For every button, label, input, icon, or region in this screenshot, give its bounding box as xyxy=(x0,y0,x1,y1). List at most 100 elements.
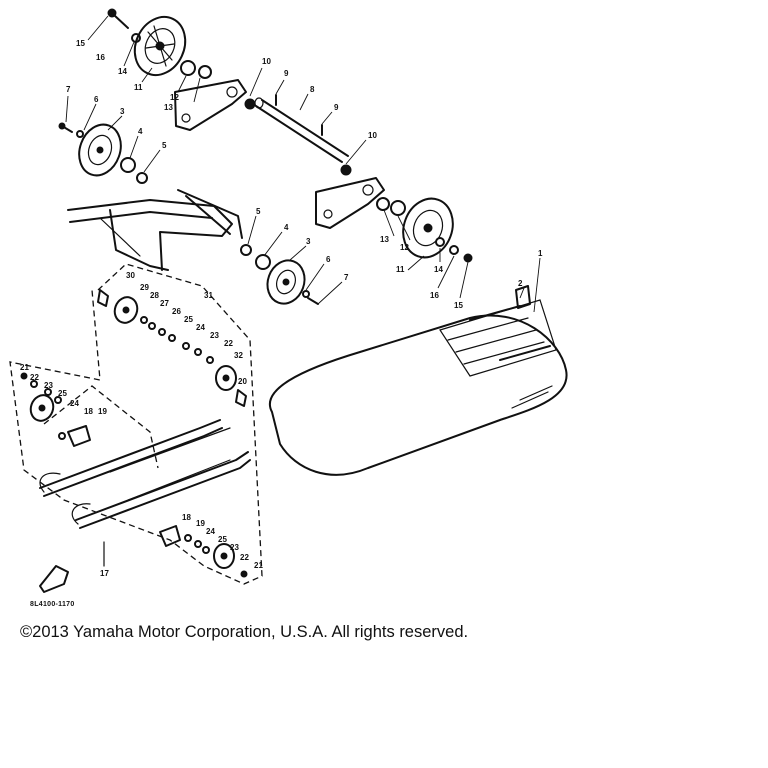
callout-15-top: 15 xyxy=(76,39,85,48)
callout-13-top: 13 xyxy=(164,103,173,112)
callout-23-left: 23 xyxy=(44,381,53,390)
callout-25-left: 25 xyxy=(58,389,67,398)
washer-6-left xyxy=(76,130,84,138)
rail-assembly-boundary xyxy=(9,263,263,585)
callout-6-left: 6 xyxy=(94,95,99,104)
callout-22-lower: 22 xyxy=(240,553,249,562)
callout-2: 2 xyxy=(518,279,523,288)
pivot-arm-upper xyxy=(174,79,247,131)
callout-11-top: 11 xyxy=(134,83,143,92)
bearing-12-upper xyxy=(180,60,196,76)
washer-16-right xyxy=(449,245,459,255)
callout-8: 8 xyxy=(310,85,315,94)
rail-stopper-lower xyxy=(159,525,181,547)
callout-labels: 15 16 14 11 12 13 10 9 8 9 10 7 6 3 4 5 … xyxy=(20,39,543,608)
rail-inner-boundary xyxy=(43,385,159,469)
callout-3-left: 3 xyxy=(120,107,125,116)
callout-10-top: 10 xyxy=(262,57,271,66)
slide-rails xyxy=(39,419,251,529)
rail-bracket-right xyxy=(235,389,247,407)
callout-19: 19 xyxy=(98,407,107,416)
callout-30: 30 xyxy=(126,271,135,280)
left-idler-wheel xyxy=(78,123,122,177)
leader-lines xyxy=(65,15,541,313)
callout-24-left: 24 xyxy=(70,399,79,408)
rail-bracket-upper xyxy=(97,289,109,307)
callout-21: 21 xyxy=(20,363,29,372)
washer-16-upper xyxy=(131,33,141,43)
callout-25: 25 xyxy=(184,315,193,324)
callout-18: 18 xyxy=(84,407,93,416)
callout-21-lower: 21 xyxy=(254,561,263,570)
parts-diagram: 15 16 14 11 12 13 10 9 8 9 10 7 6 3 4 5 … xyxy=(9,8,568,608)
rail-wheel-left xyxy=(29,394,55,422)
callout-16-lower: 16 xyxy=(430,291,439,300)
callout-6-right: 6 xyxy=(326,255,331,264)
callout-17: 17 xyxy=(100,569,109,578)
nut-10-lower xyxy=(340,164,352,176)
callout-7-left: 7 xyxy=(66,85,71,94)
callout-25-lower: 25 xyxy=(218,535,227,544)
callout-31: 31 xyxy=(204,291,213,300)
track-clip-2 xyxy=(515,285,531,309)
washer-6-center xyxy=(302,290,310,298)
callout-9-lower: 9 xyxy=(334,103,339,112)
callout-10-lower: 10 xyxy=(368,131,377,140)
bearing-4-right xyxy=(255,254,271,270)
collar-5-right xyxy=(240,244,252,256)
rail-bolt-lower xyxy=(240,570,248,578)
collar-13-upper xyxy=(198,65,212,79)
callout-22: 22 xyxy=(224,339,233,348)
callout-15-lower: 15 xyxy=(454,301,463,310)
rail-wheel-lower xyxy=(213,543,235,569)
bearing-4-left xyxy=(120,157,136,173)
collar-13-lower xyxy=(376,197,390,211)
rail-hardware-lower xyxy=(184,534,210,554)
callout-23: 23 xyxy=(210,331,219,340)
washer-14-right xyxy=(435,237,445,247)
callout-3-right: 3 xyxy=(306,237,311,246)
copyright-notice: ©2013 Yamaha Motor Corporation, U.S.A. A… xyxy=(20,623,469,641)
callout-12-lower: 12 xyxy=(400,243,409,252)
callout-24-lower: 24 xyxy=(206,527,215,536)
bolt-7-left xyxy=(58,122,73,133)
callout-13-lower: 13 xyxy=(380,235,389,244)
bolt-15-right xyxy=(463,253,473,263)
collar-5-left xyxy=(136,172,148,184)
callout-12-top: 12 xyxy=(170,93,179,102)
callout-14-top: 14 xyxy=(118,67,127,76)
callout-28: 28 xyxy=(150,291,159,300)
rail-hardware-left xyxy=(20,372,62,404)
rail-wheel-right xyxy=(215,365,237,391)
bolt-15-upper xyxy=(107,8,129,29)
rail-hardware-row xyxy=(140,316,214,364)
callout-4-right: 4 xyxy=(284,223,289,232)
bearing-12-lower xyxy=(390,200,406,216)
callout-9-top: 9 xyxy=(284,69,289,78)
bolt-7-center xyxy=(307,297,319,305)
callout-4-left: 4 xyxy=(138,127,143,136)
suspension-frame xyxy=(67,189,243,271)
rail-stopper-left xyxy=(67,425,91,447)
callout-14-lower: 14 xyxy=(434,265,443,274)
callout-5-left: 5 xyxy=(162,141,167,150)
nut-10-upper xyxy=(244,98,256,110)
callout-20: 20 xyxy=(238,377,247,386)
callout-26: 26 xyxy=(172,307,181,316)
callout-23-lower: 23 xyxy=(230,543,239,552)
callout-18-lower: 18 xyxy=(182,513,191,522)
center-idler-wheel xyxy=(266,259,306,305)
callout-22-left: 22 xyxy=(30,373,39,382)
callout-27: 27 xyxy=(160,299,169,308)
callout-24: 24 xyxy=(196,323,205,332)
rail-wheel-upper xyxy=(113,296,139,324)
cross-shaft xyxy=(254,97,349,163)
right-idler-wheel-large xyxy=(402,197,454,259)
callout-5-right: 5 xyxy=(256,207,261,216)
drawing-code: 8L4100-1170 xyxy=(30,601,75,608)
callout-1: 1 xyxy=(538,249,543,258)
rail-stopper-washer xyxy=(58,432,66,440)
callout-29: 29 xyxy=(140,283,149,292)
callout-16-top: 16 xyxy=(96,53,105,62)
callout-32: 32 xyxy=(234,351,243,360)
